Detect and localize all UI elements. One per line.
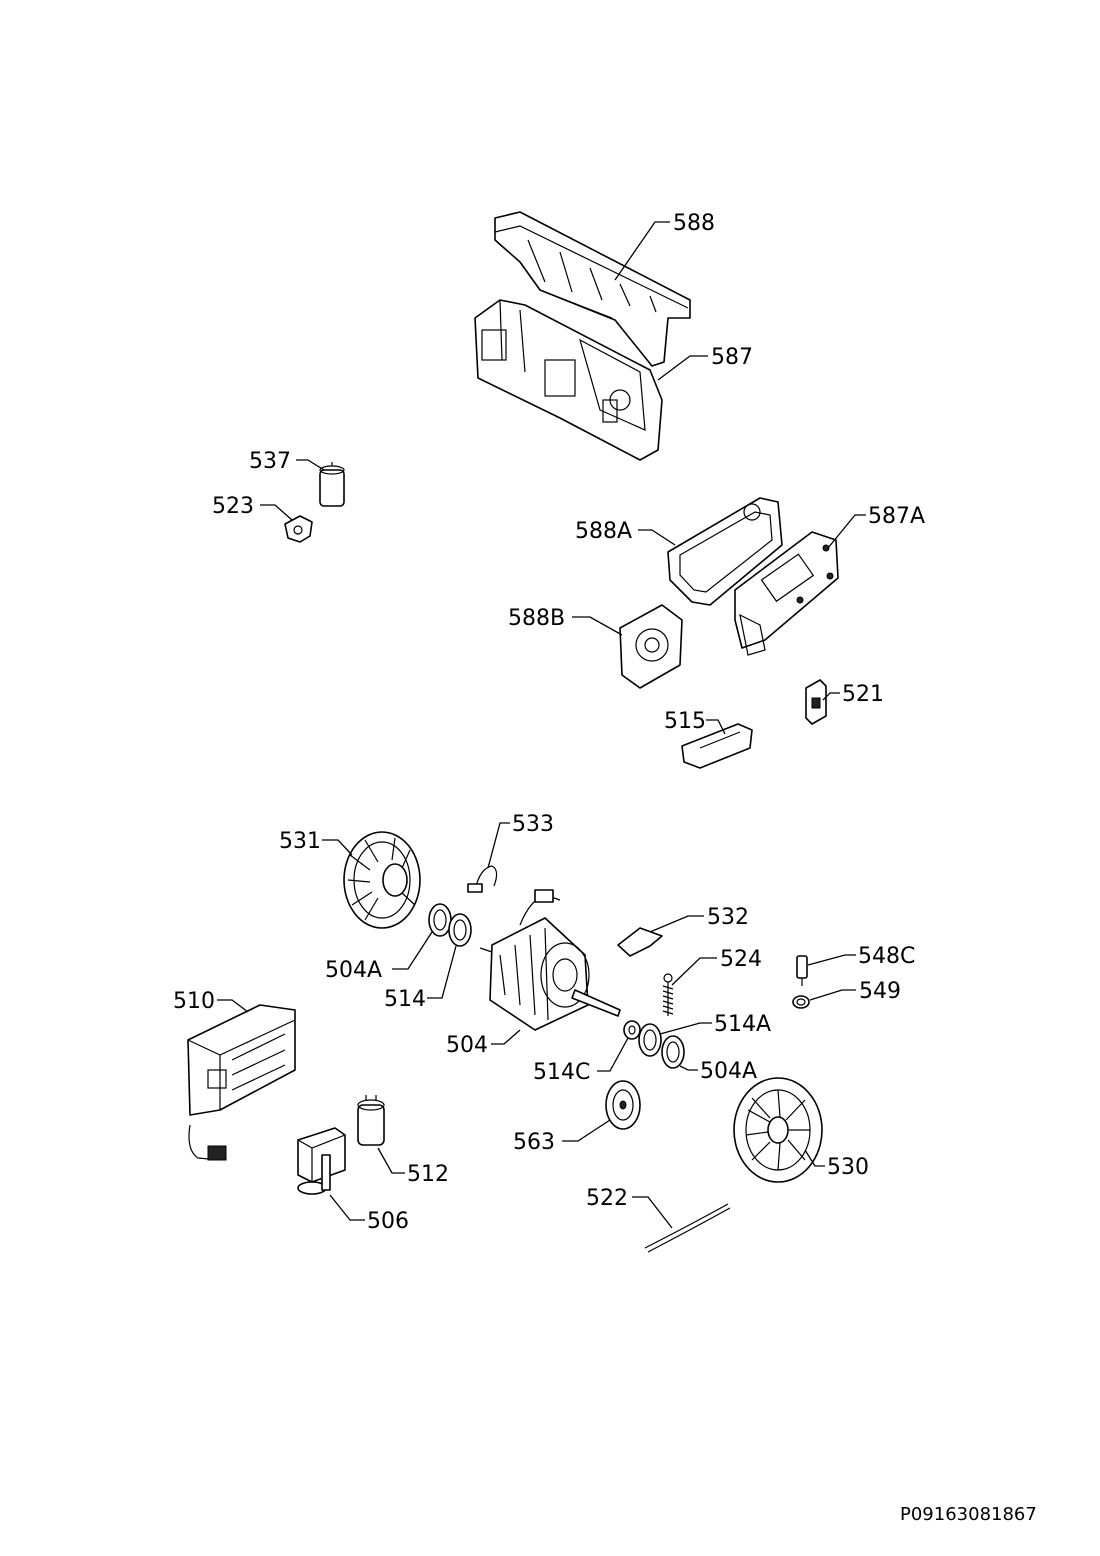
label-514A: 514A	[714, 1012, 771, 1037]
label-510: 510	[173, 989, 215, 1014]
label-504: 504	[446, 1033, 488, 1058]
label-531: 531	[279, 829, 321, 854]
label-588A: 588A	[575, 519, 632, 544]
document-id: P09163081867	[900, 1504, 1037, 1525]
label-588B: 588B	[508, 606, 565, 631]
part-563-pulley	[605, 1080, 641, 1130]
part-549-grommet	[792, 995, 810, 1009]
label-504A-left: 504A	[325, 958, 382, 983]
part-522-belt	[644, 1203, 731, 1253]
part-504-motor	[479, 889, 621, 1031]
part-548C-sensor	[796, 955, 808, 986]
part-530-fan	[733, 1077, 823, 1183]
label-514C: 514C	[533, 1060, 590, 1085]
part-506-pump	[297, 1127, 346, 1195]
part-587A-pcb	[734, 531, 839, 656]
label-504A-right: 504A	[700, 1059, 757, 1084]
part-521-switch	[805, 679, 827, 725]
label-506: 506	[367, 1209, 409, 1234]
part-524-spring	[662, 973, 674, 1016]
label-588: 588	[673, 211, 715, 236]
label-532: 532	[707, 905, 749, 930]
part-labels: 588 587 537 523 588A 587A 588B 521 515 5…	[173, 211, 925, 1234]
part-533-harness	[467, 865, 498, 893]
part-514-ring	[448, 913, 472, 947]
label-524: 524	[720, 947, 762, 972]
label-548C: 548C	[858, 944, 915, 969]
label-549: 549	[859, 979, 901, 1004]
part-588-cover	[494, 211, 691, 367]
part-537-capacitor	[319, 462, 345, 507]
part-531-fan	[343, 831, 421, 929]
label-587A: 587A	[868, 504, 925, 529]
label-533: 533	[512, 812, 554, 837]
part-514C-washer	[623, 1020, 641, 1040]
label-530: 530	[827, 1155, 869, 1180]
part-587-module	[474, 299, 663, 461]
part-515-lock	[681, 723, 753, 769]
part-588A-frame	[667, 497, 783, 606]
part-512-capacitor	[357, 1095, 385, 1146]
label-587: 587	[711, 345, 753, 370]
label-563: 563	[513, 1130, 555, 1155]
leader-lines	[217, 221, 866, 1229]
label-521: 521	[842, 682, 884, 707]
part-514A-ring	[638, 1023, 662, 1057]
label-522: 522	[586, 1186, 628, 1211]
label-512: 512	[407, 1162, 449, 1187]
label-523: 523	[212, 494, 254, 519]
label-514: 514	[384, 987, 426, 1012]
label-537: 537	[249, 449, 291, 474]
part-504A-ring-right	[661, 1035, 685, 1069]
part-523-clip	[284, 515, 313, 543]
part-588B-housing	[619, 604, 683, 689]
label-515: 515	[664, 709, 706, 734]
part-510-housing	[187, 1004, 296, 1161]
part-532-bracket	[617, 927, 663, 957]
part-504A-ring-left	[428, 903, 452, 937]
